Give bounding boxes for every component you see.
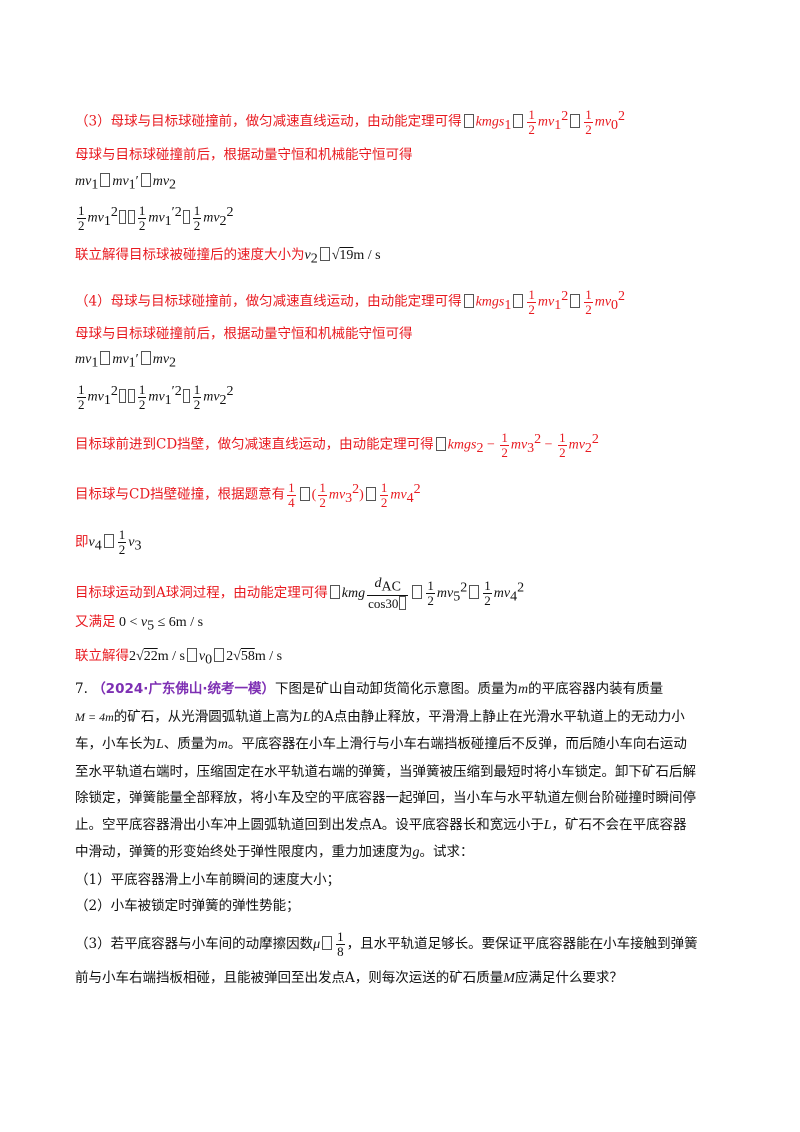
question-1: （1）平底容器滑上小车前瞬间的速度大小； bbox=[75, 871, 341, 888]
p3-result: 联立解得目标球被碰撞后的速度大小为v2√19m / s bbox=[75, 247, 381, 267]
question-2: （2）小车被锁定时弹簧的弹性势能； bbox=[75, 898, 300, 914]
p3-line2: 母球与目标球碰撞前后，根据动量守恒和机械能守恒可得 bbox=[75, 147, 413, 163]
p4-cd-text: 目标球前进到CD挡壁，做匀减速直线运动，由动能定理可得 bbox=[75, 436, 434, 453]
p4-cond-line: 又满足 0 < v5 ≤ 6m / s bbox=[75, 614, 204, 634]
problem-number: 7. bbox=[75, 681, 88, 697]
problem-7-line4: 至水平轨道右端时，压缩固定在水平轨道右端的弹簧，当弹簧被压缩到最短时将小车锁定。… bbox=[75, 763, 696, 780]
mass-expression: M = 4m bbox=[75, 709, 114, 724]
problem-7: 7. （2024·广东佛山·统考一模）下图是矿山自动卸货简化示意图。质量为m的平… bbox=[75, 676, 735, 994]
question-3-cont: 前与小车右端挡板相碰，且能被弹回至出发点A，则每次运送的矿石质量M应满足什么要求… bbox=[75, 969, 623, 986]
p4-hole-text: 目标球运动到A球洞过程，由动能定理可得 bbox=[75, 584, 328, 601]
p3-result-text: 联立解得目标球被碰撞后的速度大小为 bbox=[75, 247, 305, 263]
p4-final-text: 联立解得 bbox=[75, 648, 129, 664]
problem-7-line1: 7. （2024·广东佛山·统考一模）下图是矿山自动卸货简化示意图。质量为m的平… bbox=[75, 681, 664, 697]
problem-7-line6: 止。空平底容器滑出小车冲上圆弧轨道回到出发点A。设平底容器长和宽远小于L，矿石不… bbox=[75, 816, 687, 833]
p3-line1-text: （3）母球与目标球碰撞前，做匀减速直线运动，由动能定理可得 bbox=[75, 113, 462, 130]
problem-7-line3: 车，小车长为L、质量为m。平底容器在小车上滑行与小车右端挡板碰撞后不反弹，而后随… bbox=[75, 736, 687, 752]
problem-7-line7: 中滑动，弹簧的形变始终处于弹性限度内，重力加速度为g。试求： bbox=[75, 844, 474, 860]
problem-7-line2: M = 4m的矿石，从光滑圆弧轨道上高为L的A点由静止释放，平滑滑上静止在光滑水… bbox=[75, 708, 685, 725]
p4-line1-text: （4）母球与目标球碰撞前，做匀减速直线运动，由动能定理可得 bbox=[75, 293, 462, 310]
problem-source: （2024·广东佛山·统考一模） bbox=[92, 681, 276, 697]
p4-line2: 母球与目标球碰撞前后，根据动量守恒和机械能守恒可得 bbox=[75, 326, 413, 342]
p4-ji-text: 即 bbox=[75, 534, 89, 550]
problem-7-line5: 除锁定，弹簧能量全部释放，将小车及空的平底容器一起弹回，当小车与水平轨道左侧台阶… bbox=[75, 790, 696, 806]
p4-collide-text: 目标球与CD挡壁碰撞，根据题意有 bbox=[75, 486, 286, 503]
p4-cond-text: 又满足 bbox=[75, 614, 116, 630]
